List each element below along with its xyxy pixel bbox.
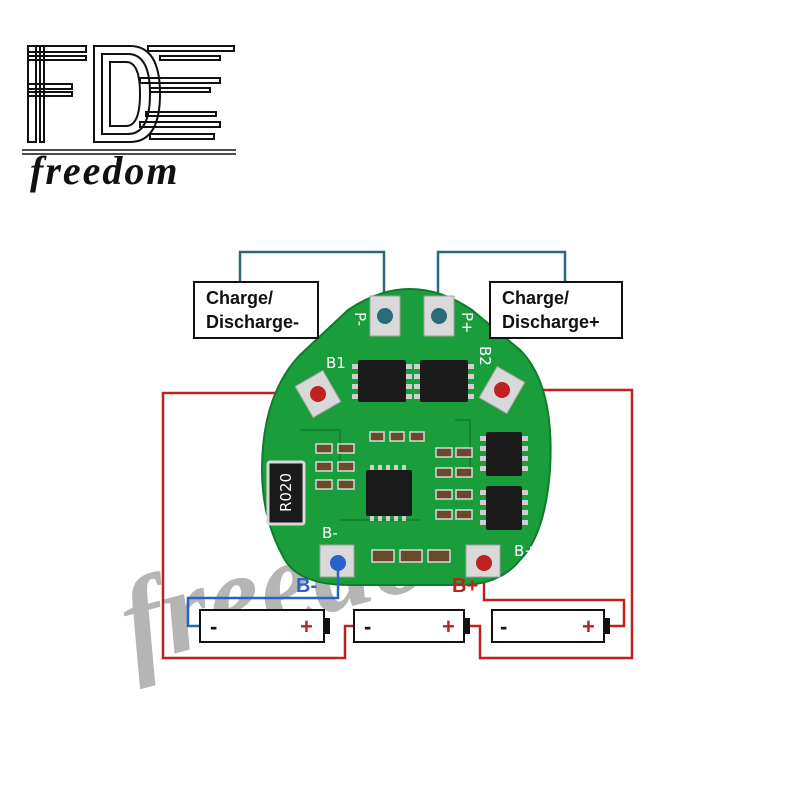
pad-b1-label: B1 [326,354,346,372]
wire-b1 [161,391,354,660]
wire-label-b-plus: B+ [452,575,478,597]
cell-1-minus: - [210,614,217,639]
wire-label-b-minus: B- [296,575,317,597]
red-wires [161,388,634,660]
battery-cell-2: - + [353,609,470,643]
cell-3-minus: - [500,614,507,639]
pad-b-plus-label: B+ [514,542,537,560]
label-positive-line2: Discharge+ [502,312,600,332]
pad-b-plus [465,544,501,578]
pad-p-plus [423,295,455,337]
brand-logo: freedom [22,45,236,193]
wire-p-minus [238,250,386,316]
teal-wires [238,250,567,316]
battery-cell-1: - + [199,609,330,643]
mosfet-2 [414,360,474,402]
wire-b-minus [186,563,340,628]
cell-2-plus: + [442,614,455,639]
pad-p-plus-label: P+ [458,312,476,334]
cell-3-plus: + [582,614,595,639]
wire-b2 [470,388,634,660]
cell-1-plus: + [300,614,313,639]
pad-b2-label: B2 [476,346,494,366]
controller-ic [366,465,412,521]
logo-wordmark: freedom [30,148,180,193]
label-negative-line1: Charge/ [206,288,273,308]
mosfet-3 [480,432,528,476]
logo-mark [27,45,235,143]
mosfet-4 [480,486,528,530]
resistor-label: R020 [277,473,295,512]
wire-b-plus [482,567,626,628]
pad-p-minus [369,295,401,337]
label-box-positive: Charge/ Discharge+ [489,281,623,339]
label-positive-line1: Charge/ [502,288,569,308]
smd-components [315,431,473,563]
pad-p-minus-label: P- [351,312,369,326]
mosfet-1 [352,360,412,402]
label-box-negative: Charge/ Discharge- [193,281,319,339]
battery-cell-3: - + [491,609,610,643]
pcb-outline [260,288,552,586]
pad-b1 [294,369,342,419]
pad-b2 [478,365,526,415]
wire-p-plus [436,250,567,316]
pad-b-minus-label: B- [322,524,338,542]
cell-2-minus: - [364,614,371,639]
shunt-resistor: R020 [266,460,306,526]
label-negative-line2: Discharge- [206,312,299,332]
